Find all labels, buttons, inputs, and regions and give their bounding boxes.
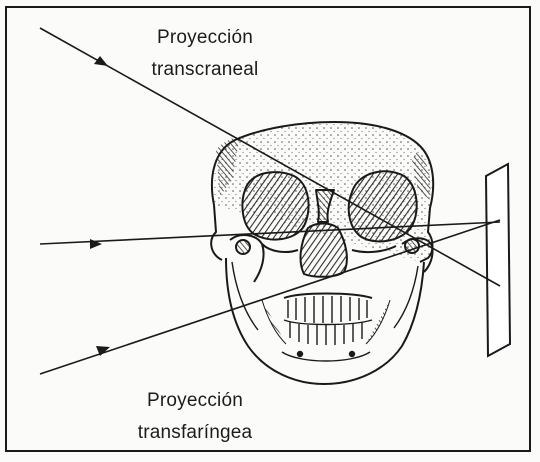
bite-line bbox=[284, 320, 372, 325]
film-plate bbox=[486, 164, 510, 356]
transfaringea-ray bbox=[40, 220, 500, 374]
upper-jaw-line bbox=[284, 294, 372, 299]
left-temporal bbox=[211, 205, 222, 260]
projection-arrow-icon bbox=[94, 56, 108, 66]
top-label-line1: Proyección bbox=[120, 26, 290, 50]
left-orbit bbox=[242, 172, 308, 239]
left-condyle bbox=[236, 240, 250, 254]
lower-teeth bbox=[290, 322, 362, 345]
upper-teeth bbox=[288, 296, 367, 323]
left-maxilla bbox=[262, 244, 298, 252]
mandible-shading-right bbox=[366, 300, 390, 344]
mandible-shading-left bbox=[262, 300, 286, 344]
top-label-line2: transcraneal bbox=[120, 58, 290, 82]
bottom-label-line2: transfaríngea bbox=[100, 421, 290, 445]
mental-foramen-right bbox=[350, 352, 354, 356]
chin-contour bbox=[282, 352, 370, 361]
mental-foramen-left bbox=[298, 352, 302, 356]
bottom-label-line1: Proyección bbox=[100, 389, 290, 413]
